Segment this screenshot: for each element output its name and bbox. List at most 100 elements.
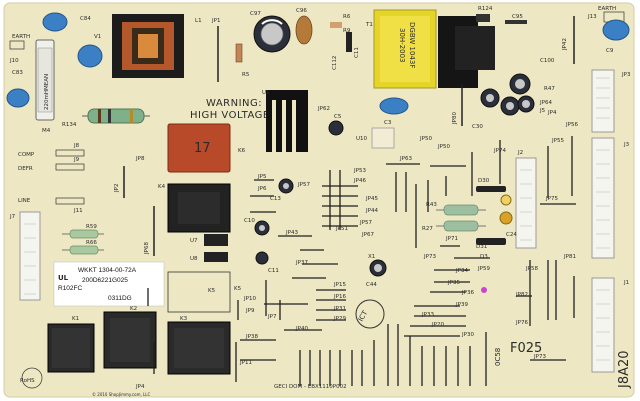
transformer-text-2: DGBW 1043F <box>408 22 416 68</box>
svg-text:M4: M4 <box>42 128 51 134</box>
svg-text:JP73: JP73 <box>533 354 546 360</box>
resistor-r43 <box>436 204 486 216</box>
svg-text:JP59: JP59 <box>477 266 490 272</box>
relay-k6-red: 17 <box>167 123 231 173</box>
svg-text:K5: K5 <box>234 286 242 292</box>
svg-text:JP50: JP50 <box>437 144 450 150</box>
blue-capacitor-c84 <box>42 12 68 32</box>
connector-j7 <box>19 211 41 301</box>
resistor-r134 <box>82 108 150 124</box>
svg-text:JP3: JP3 <box>621 72 631 78</box>
svg-text:J13: J13 <box>587 14 597 20</box>
svg-text:J1: J1 <box>623 280 629 286</box>
relay-k3 <box>167 321 231 375</box>
svg-text:JP2: JP2 <box>114 184 120 193</box>
fuse-text: 220mHMEAN <box>44 74 50 110</box>
svg-text:JP38: JP38 <box>245 334 258 340</box>
svg-text:JP40: JP40 <box>295 326 308 332</box>
svg-text:JP20: JP20 <box>431 322 444 328</box>
warning-line-2: HIGH VOLTAGE <box>190 110 270 121</box>
svg-text:JP51: JP51 <box>335 226 348 232</box>
earth-left-label: EARTH <box>12 34 30 40</box>
blue-capacitor-c83 <box>6 88 30 108</box>
svg-text:R124: R124 <box>478 6 493 12</box>
svg-text:JP46: JP46 <box>353 178 366 184</box>
svg-text:C95: C95 <box>512 14 523 20</box>
svg-text:R27: R27 <box>422 226 433 232</box>
relay-k4 <box>167 183 231 233</box>
svg-text:R6: R6 <box>343 14 351 20</box>
svg-text:JP4: JP4 <box>547 110 557 116</box>
svg-text:JP4: JP4 <box>135 384 145 390</box>
svg-text:JP15: JP15 <box>333 282 346 288</box>
svg-text:J8: J8 <box>73 143 80 149</box>
sticker-line-3: 0311DG <box>108 295 132 302</box>
svg-text:JP68: JP68 <box>144 242 150 255</box>
ic-u7 <box>204 234 228 246</box>
svg-text:K4: K4 <box>158 184 166 190</box>
relay-k1 <box>47 323 95 373</box>
connector-j1 <box>591 277 615 373</box>
relay-mark: 17 <box>194 141 211 156</box>
svg-text:L1: L1 <box>195 18 202 24</box>
svg-text:U10: U10 <box>356 136 368 142</box>
svg-text:JP73: JP73 <box>423 254 436 260</box>
silkscreen-labels: JP5 JP6 JP57 JP53 JP46 JP45 JP44 JP57 JP… <box>239 108 578 366</box>
svg-text:U8: U8 <box>190 256 198 262</box>
svg-text:JP42: JP42 <box>562 38 568 51</box>
relay-k2 <box>103 311 157 369</box>
component-u10 <box>371 127 395 149</box>
svg-text:C112: C112 <box>332 56 338 70</box>
svg-text:JP30: JP30 <box>461 332 474 338</box>
connector-j2 <box>515 157 537 249</box>
svg-text:R9: R9 <box>343 28 351 34</box>
svg-text:C84: C84 <box>80 16 91 22</box>
svg-text:JP11: JP11 <box>239 360 252 366</box>
transformer-t1: 30H-2003 DGBW 1043F <box>373 9 437 89</box>
earth-right-label: EARTH <box>598 6 616 12</box>
svg-text:JP5: JP5 <box>257 174 267 180</box>
svg-text:J9: J9 <box>73 157 80 163</box>
svg-text:JP10: JP10 <box>243 296 256 302</box>
svg-text:JP35: JP35 <box>447 280 460 286</box>
svg-text:R47: R47 <box>544 86 555 92</box>
svg-text:JP55: JP55 <box>551 138 564 144</box>
svg-text:JP6: JP6 <box>257 186 267 192</box>
svg-text:D31: D31 <box>476 244 487 250</box>
comp-label: COMP <box>18 152 35 158</box>
svg-text:K2: K2 <box>130 306 137 312</box>
svg-text:JP31: JP31 <box>333 306 346 312</box>
svg-text:JP45: JP45 <box>365 196 378 202</box>
svg-text:JP57: JP57 <box>359 220 372 226</box>
svg-text:JP37: JP37 <box>295 260 308 266</box>
connector-j3 <box>591 137 615 259</box>
rohs-mark: RoHS <box>20 378 35 384</box>
svg-text:C3: C3 <box>384 120 392 126</box>
blue-capacitor-c9 <box>602 19 630 41</box>
transformer-l1 <box>112 14 184 78</box>
svg-text:D3: D3 <box>480 254 488 260</box>
svg-text:K3: K3 <box>180 316 188 322</box>
svg-text:C24: C24 <box>506 232 517 238</box>
svg-text:JP36: JP36 <box>461 290 474 296</box>
svg-text:J3: J3 <box>623 142 630 148</box>
svg-text:C9: C9 <box>606 48 614 54</box>
svg-text:JP44: JP44 <box>365 208 378 214</box>
svg-text:C100: C100 <box>540 58 555 64</box>
svg-text:R5: R5 <box>242 72 250 78</box>
svg-text:C97: C97 <box>250 11 261 17</box>
capacitor-cluster-right <box>480 73 535 116</box>
svg-text:U1: U1 <box>262 90 270 96</box>
blue-capacitor-c3 <box>379 97 409 115</box>
heatsink-u1 <box>266 90 308 152</box>
ic-u8 <box>204 252 228 262</box>
svg-text:K5: K5 <box>208 288 216 294</box>
svg-text:C11: C11 <box>354 47 360 58</box>
svg-text:JP34: JP34 <box>455 268 468 274</box>
ul-mark: UL <box>58 274 69 282</box>
sticker-line-1: WKKT 1304-00-72A <box>78 267 137 274</box>
svg-text:C44: C44 <box>366 282 377 288</box>
svg-text:J2: J2 <box>517 150 523 156</box>
svg-text:JP64: JP64 <box>539 100 552 106</box>
jumper-traces <box>147 136 576 386</box>
